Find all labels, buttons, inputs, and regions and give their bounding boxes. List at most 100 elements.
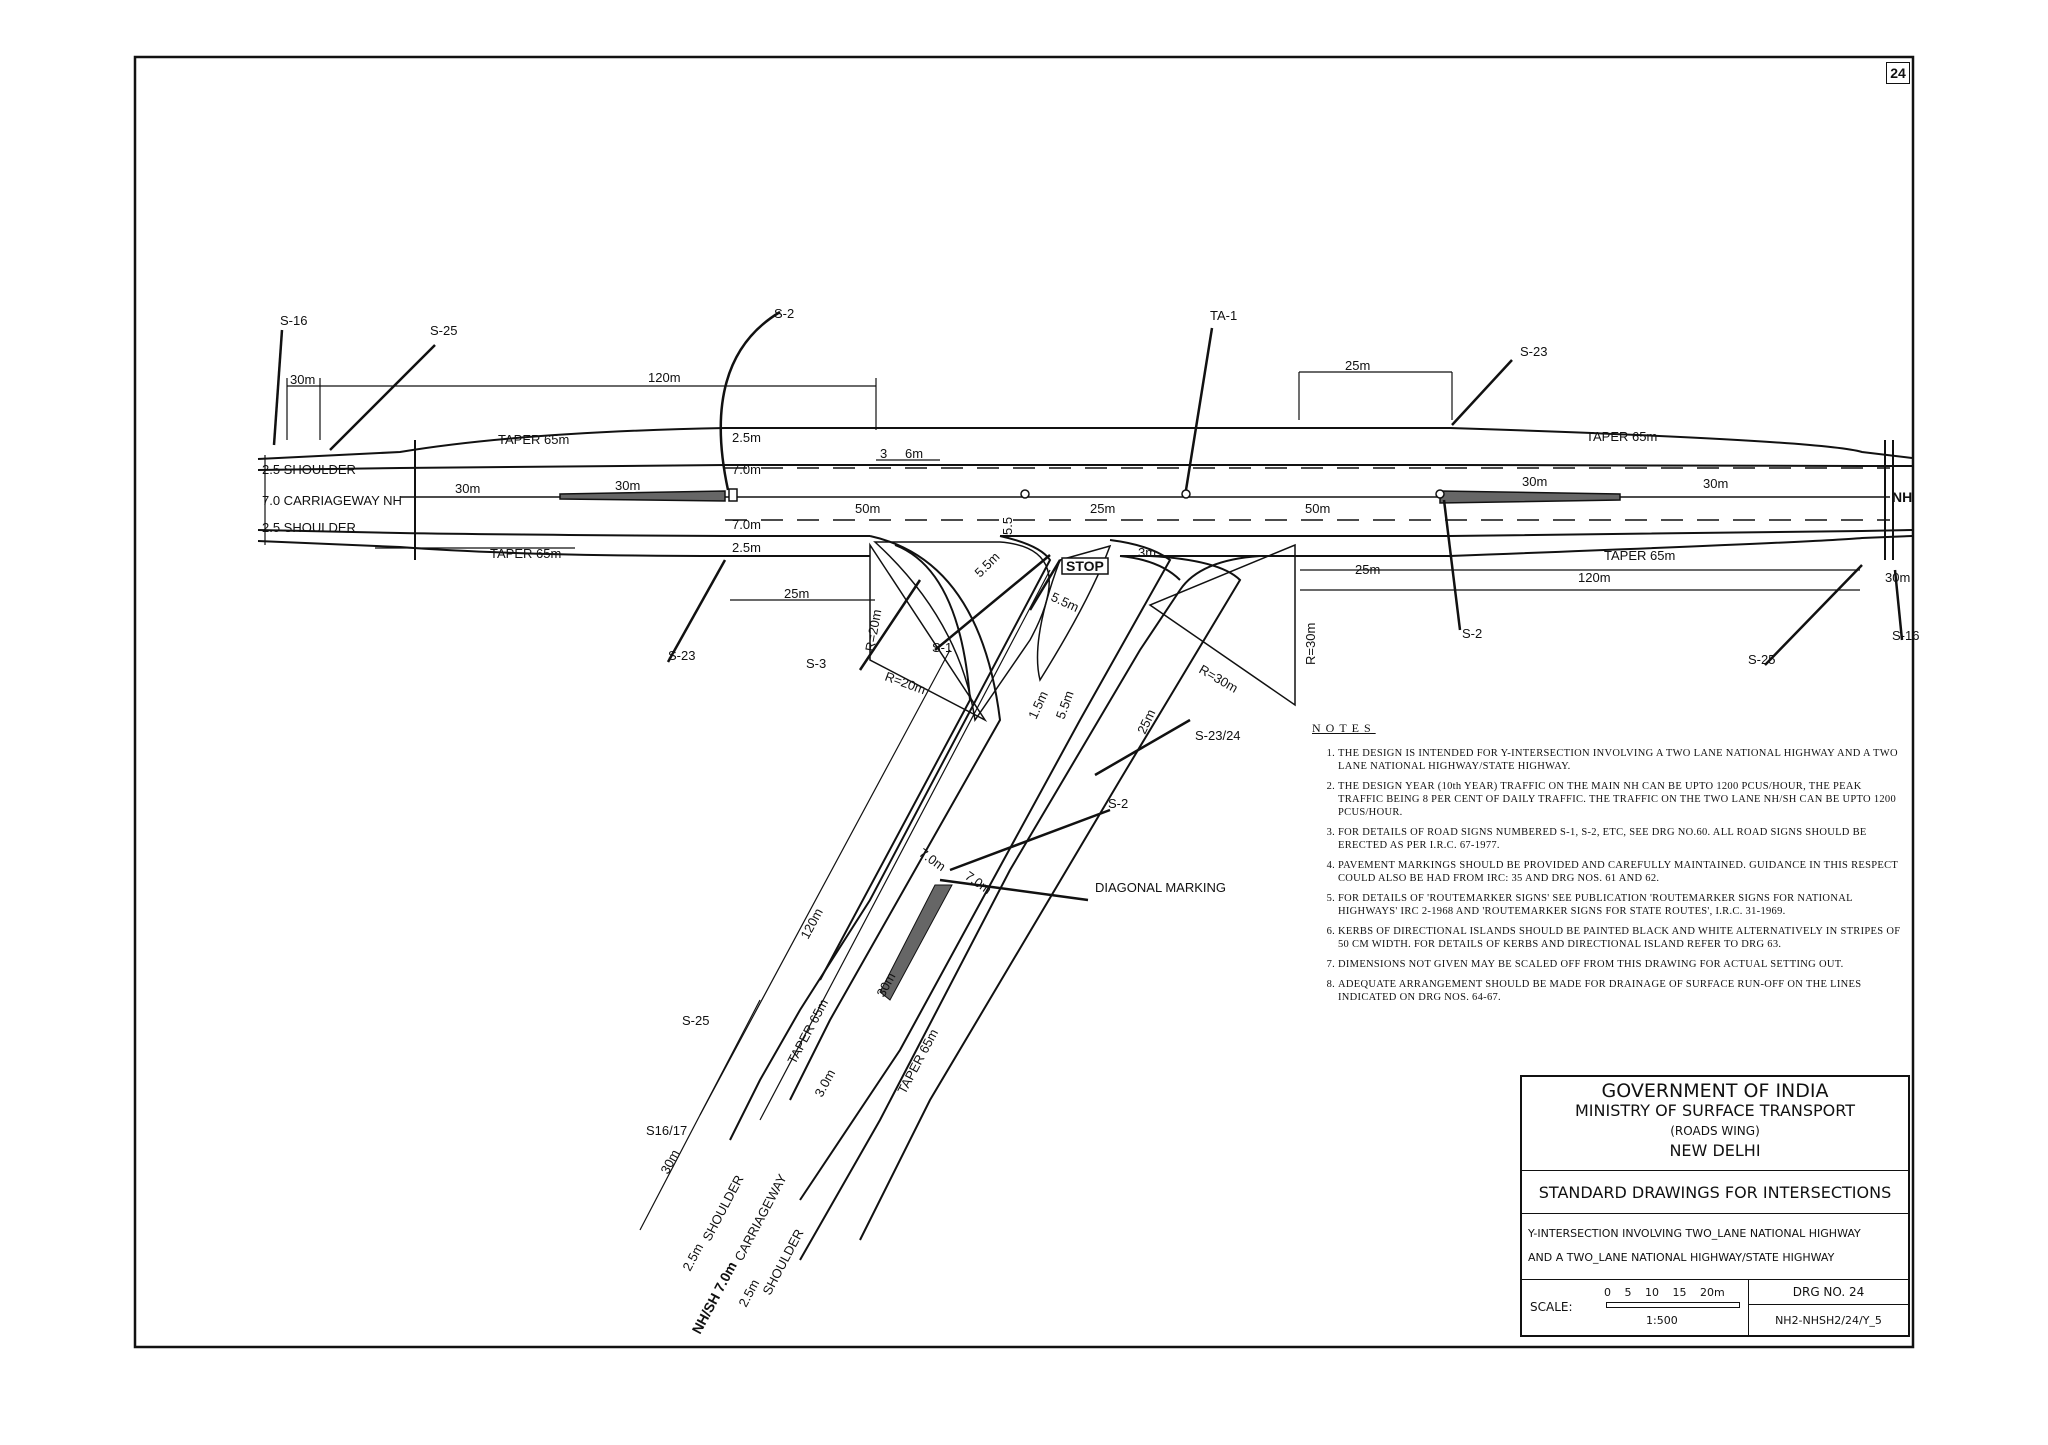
label-s25-left: S-25 <box>430 323 457 338</box>
note-item: ADEQUATE ARRANGEMENT SHOULD BE MADE FOR … <box>1338 978 1906 1004</box>
scale-box: SCALE: 0 5 10 15 20m 1:500 <box>1522 1280 1749 1336</box>
label-stop: STOP <box>1066 558 1104 574</box>
label-s16-left: S-16 <box>280 313 307 328</box>
title-block: GOVERNMENT OF INDIA MINISTRY OF SURFACE … <box>1520 1075 1910 1337</box>
title-block-org: GOVERNMENT OF INDIA MINISTRY OF SURFACE … <box>1522 1077 1908 1171</box>
label-6m: 6m <box>905 446 923 461</box>
note-item: KERBS OF DIRECTIONAL ISLANDS SHOULD BE P… <box>1338 925 1906 951</box>
label-2-5m-c: 2.5m <box>679 1241 706 1274</box>
scale-ticks: 0 5 10 15 20m <box>1604 1286 1725 1299</box>
label-s23-24: S-23/24 <box>1195 728 1241 743</box>
scale-bar <box>1606 1302 1740 1308</box>
notes-section: NOTES THE DESIGN IS INTENDED FOR Y-INTER… <box>1312 722 1906 1011</box>
label-s1: S-1 <box>932 640 952 655</box>
label-25m-mid: 25m <box>1090 501 1115 516</box>
label-r20-b: R=20m <box>883 669 928 698</box>
leader-lines <box>272 310 1904 902</box>
label-120m-top: 120m <box>648 370 681 385</box>
label-taper-ul: TAPER 65m <box>498 432 569 447</box>
label-s23-right: S-23 <box>1520 344 1547 359</box>
label-25m-top: 25m <box>1345 358 1370 373</box>
ministry-name: MINISTRY OF SURFACE TRANSPORT <box>1574 1101 1855 1120</box>
title-block-bottom: SCALE: 0 5 10 15 20m 1:500 DRG NO. 24 NH… <box>1522 1280 1908 1336</box>
label-30m-r3: 30m <box>1885 570 1910 585</box>
label-taper-d2: TAPER 65m <box>894 1026 941 1096</box>
label-5-5m-c: 5.5m <box>1053 689 1077 721</box>
label-s16-right: S-16 <box>1892 628 1919 643</box>
label-shoulder-d2: SHOULDER <box>759 1227 806 1298</box>
label-s3: S-3 <box>806 656 826 671</box>
drawing-border <box>133 55 1915 1349</box>
org-name: GOVERNMENT OF INDIA <box>1601 1080 1829 1102</box>
label-ta1: TA-1 <box>1210 308 1237 323</box>
label-30m-b: 30m <box>455 481 480 496</box>
notes-list: THE DESIGN IS INTENDED FOR Y-INTERSECTIO… <box>1312 747 1906 1004</box>
diagonal-marking <box>879 884 953 1001</box>
label-s2-right: S-2 <box>1462 626 1482 641</box>
note-item: FOR DETAILS OF 'ROUTEMARKER SIGNS' SEE P… <box>1338 892 1906 918</box>
scale-label: SCALE: <box>1530 1300 1573 1314</box>
sheet-number: 24 <box>1886 62 1910 84</box>
label-s2-low: S-2 <box>1108 796 1128 811</box>
note-item: DIMENSIONS NOT GIVEN MAY BE SCALED OFF F… <box>1338 958 1906 971</box>
label-120m-d: 120m <box>797 906 826 942</box>
end-bars <box>414 440 1894 560</box>
ghost-island-markings <box>559 488 1621 504</box>
label-7-0m-d: 7.0m <box>962 868 994 897</box>
label-120m-r: 120m <box>1578 570 1611 585</box>
note-item: THE DESIGN IS INTENDED FOR Y-INTERSECTIO… <box>1338 747 1906 773</box>
label-taper-lr: TAPER 65m <box>1604 548 1675 563</box>
city-name: NEW DELHI <box>1669 1141 1761 1160</box>
stop-sign <box>1061 557 1109 575</box>
note-item: THE DESIGN YEAR (10th YEAR) TRAFFIC ON T… <box>1338 780 1906 819</box>
label-7-0m-a: 7.0m <box>732 462 761 477</box>
main-highway <box>257 427 1913 557</box>
label-7-0m-c: 7.0m <box>916 845 948 874</box>
wing-name: (ROADS WING) <box>1670 1124 1760 1138</box>
drawing-number: DRG NO. 24 <box>1749 1280 1908 1305</box>
label-5-5m-a: 5.5m <box>972 549 1003 580</box>
drawing-reference: NH2-NHSH2/24/Y_5 <box>1775 1313 1882 1327</box>
label-50m-b: 50m <box>1305 501 1330 516</box>
dimension-lines <box>264 371 1860 1231</box>
label-2-5m-a: 2.5m <box>732 430 761 445</box>
label-r30-a: R=30m <box>1303 623 1318 665</box>
label-r20-a: R=20m <box>862 608 884 652</box>
label-2-5m-d: 2.5m <box>735 1277 762 1310</box>
label-5-5m-b: 5.5m <box>1049 589 1082 615</box>
label-s25-low: S-25 <box>682 1013 709 1028</box>
label-30m-e: 30m <box>657 1147 682 1176</box>
label-s23-left: S-23 <box>668 648 695 663</box>
label-r30-b: R=30m <box>1197 662 1241 696</box>
label-diagonal-marking: DIAGONAL MARKING <box>1095 880 1226 895</box>
label-nhsh: NH/SH 7.0m <box>689 1259 740 1337</box>
label-taper-ur: TAPER 65m <box>1586 429 1657 444</box>
series-title: STANDARD DRAWINGS FOR INTERSECTIONS <box>1522 1171 1908 1214</box>
label-30m-c: 30m <box>615 478 640 493</box>
label-shoulder-d1: SHOULDER <box>699 1173 746 1244</box>
label-25m-r: 25m <box>1355 562 1380 577</box>
label-3: 3 <box>880 446 887 461</box>
label-25m-b: 25m <box>784 586 809 601</box>
notes-heading: NOTES <box>1312 721 1376 735</box>
label-3-0m-d: 3.0m <box>811 1067 838 1100</box>
label-shoulder-top: 2.5 SHOULDER <box>262 462 356 477</box>
note-item: FOR DETAILS OF ROAD SIGNS NUMBERED S-1, … <box>1338 826 1906 852</box>
label-30m-r2: 30m <box>1703 476 1728 491</box>
label-s2-top: S-2 <box>774 306 794 321</box>
note-item: PAVEMENT MARKINGS SHOULD BE PROVIDED AND… <box>1338 859 1906 885</box>
label-3m: 3m <box>1138 545 1156 560</box>
label-s25-right: S-25 <box>1748 652 1775 667</box>
label-2-5m-b: 2.5m <box>732 540 761 555</box>
label-7-0m-b: 7.0m <box>732 517 761 532</box>
label-carriageway: 7.0 CARRIAGEWAY NH <box>262 493 402 508</box>
label-taper-ll: TAPER 65m <box>490 546 561 561</box>
directional-islands <box>869 541 1296 722</box>
branch-road <box>729 535 1261 1261</box>
label-1-5m: 1.5m <box>1025 689 1051 722</box>
drawing-number-box: DRG NO. 24 NH2-NHSH2/24/Y_5 <box>1749 1280 1908 1336</box>
label-5-5: 5.5 <box>1000 517 1015 535</box>
label-30m-left: 30m <box>290 372 315 387</box>
label-30m-r1: 30m <box>1522 474 1547 489</box>
